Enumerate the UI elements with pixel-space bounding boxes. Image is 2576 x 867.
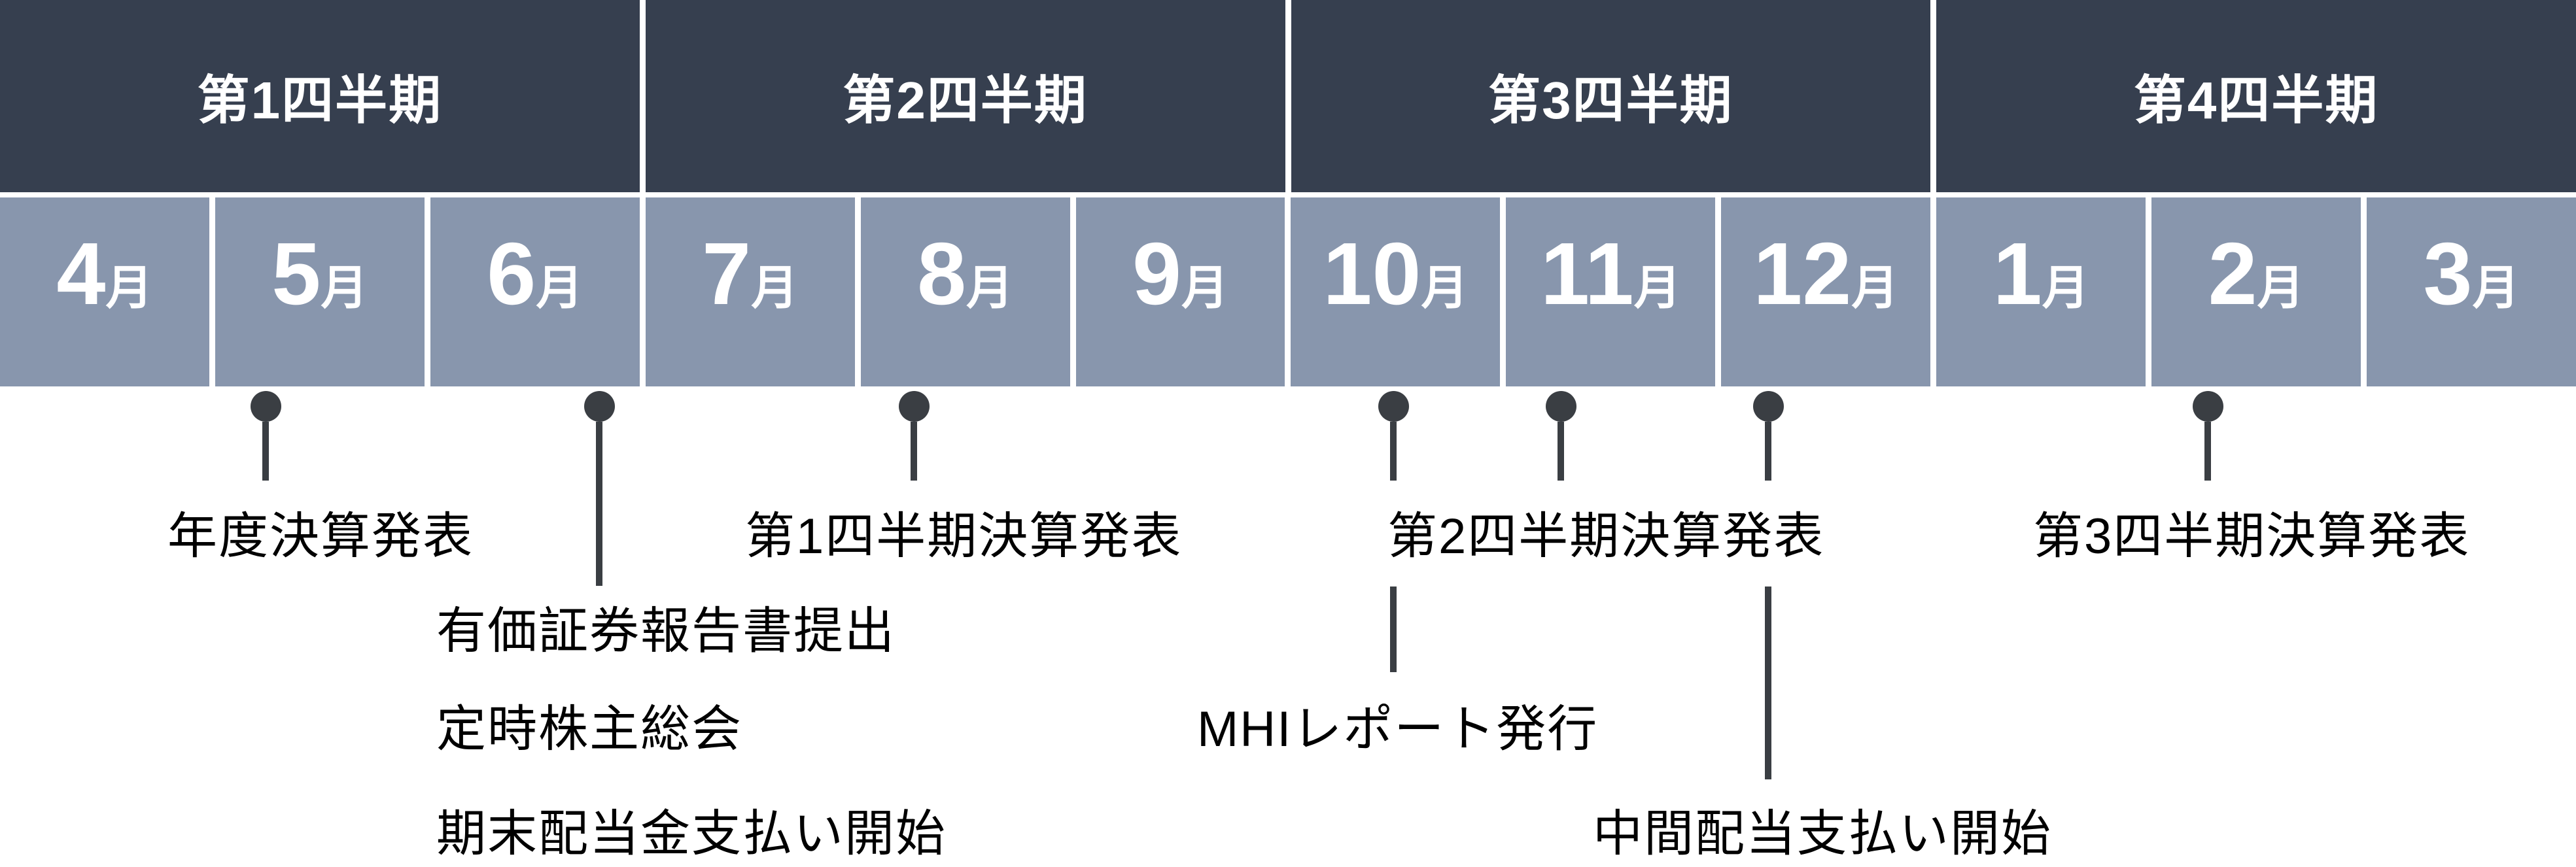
month-cell: 2月 (2151, 197, 2361, 386)
month-label: 4月 (56, 179, 152, 368)
month-label: 10月 (1323, 179, 1468, 368)
event-connector-line (911, 422, 917, 481)
event-label: 定時株主総会 (436, 702, 742, 757)
event-connector-line (1390, 586, 1397, 672)
event-connector-line (1765, 422, 1771, 481)
quarter-header-cell: 第4四半期 (1936, 0, 2576, 192)
month-number: 9 (1132, 224, 1182, 323)
month-label: 7月 (702, 179, 798, 368)
month-suffix: 月 (751, 262, 799, 314)
month-label: 2月 (2208, 179, 2305, 368)
quarter-header-row: 第1四半期 第2四半期 第3四半期 第4四半期 (0, 0, 2576, 192)
month-cell: 10月 (1291, 197, 1501, 386)
month-suffix: 月 (1633, 262, 1681, 314)
quarter-label: 第1四半期 (197, 71, 443, 129)
month-label: 3月 (2423, 179, 2519, 368)
month-number: 3 (2423, 224, 2473, 323)
month-cell: 8月 (860, 197, 1070, 386)
event-label: 有価証券報告書提出 (436, 604, 896, 659)
quarter-label: 第3四半期 (1488, 71, 1733, 129)
month-label: 12月 (1753, 179, 1898, 368)
month-cell: 7月 (645, 197, 855, 386)
event-label: 中間配当支払い開始 (1593, 806, 2052, 862)
event-connector-line (596, 422, 602, 586)
month-number: 12 (1753, 224, 1852, 323)
month-suffix: 月 (966, 262, 1014, 314)
month-cell: 6月 (430, 197, 640, 386)
event-marker-dot (2192, 391, 2223, 422)
month-label: 6月 (487, 179, 583, 368)
event-marker-dot (250, 391, 281, 422)
month-number: 6 (487, 224, 536, 323)
event-marker-dot (1545, 391, 1576, 422)
month-suffix: 月 (536, 262, 583, 314)
quarter-header-cell: 第2四半期 (645, 0, 1285, 192)
event-connector-line (2204, 422, 2211, 481)
month-suffix: 月 (2257, 262, 2305, 314)
event-marker-dot (583, 391, 615, 422)
month-cell: 12月 (1721, 197, 1931, 386)
event-label: 第2四半期決算発表 (1387, 509, 1825, 564)
month-label: 1月 (1993, 179, 2089, 368)
month-number: 8 (917, 224, 967, 323)
month-cell: 3月 (2367, 197, 2576, 386)
month-suffix: 月 (2042, 262, 2089, 314)
month-label: 11月 (1540, 179, 1681, 368)
month-suffix: 月 (2472, 262, 2520, 314)
month-suffix: 月 (105, 262, 153, 314)
month-cell: 9月 (1075, 197, 1285, 386)
month-number: 1 (1993, 224, 2042, 323)
month-label: 9月 (1132, 179, 1228, 368)
month-number: 5 (271, 224, 321, 323)
month-number: 2 (2208, 224, 2257, 323)
month-suffix: 月 (1421, 262, 1469, 314)
month-number: 10 (1323, 224, 1421, 323)
event-connector-line (1390, 422, 1397, 481)
quarter-header-cell: 第1四半期 (0, 0, 640, 192)
event-label: MHIレポート発行 (1197, 702, 1599, 757)
event-connector-line (1558, 422, 1564, 481)
event-label: 第3四半期決算発表 (2033, 509, 2471, 564)
month-suffix: 月 (321, 262, 368, 314)
event-connector-line (262, 422, 269, 481)
event-label: 年度決算発表 (167, 509, 474, 564)
month-number: 11 (1540, 224, 1634, 323)
month-suffix: 月 (1851, 262, 1899, 314)
month-cell: 5月 (215, 197, 425, 386)
month-cell: 1月 (1936, 197, 2146, 386)
event-label: 期末配当金支払い開始 (436, 806, 947, 862)
event-marker-dot (1378, 391, 1409, 422)
quarter-label: 第4四半期 (2133, 71, 2379, 129)
event-marker-dot (898, 391, 930, 422)
event-connector-line (1765, 586, 1771, 779)
quarter-label: 第2四半期 (843, 71, 1088, 129)
month-number: 4 (56, 224, 106, 323)
month-number: 7 (702, 224, 752, 323)
month-cell: 11月 (1506, 197, 1716, 386)
month-label: 8月 (917, 179, 1013, 368)
month-cell: 4月 (0, 197, 209, 386)
month-label: 5月 (271, 179, 368, 368)
quarter-header-cell: 第3四半期 (1291, 0, 1931, 192)
month-suffix: 月 (1181, 262, 1229, 314)
event-label: 第1四半期決算発表 (745, 509, 1183, 564)
event-marker-dot (1752, 391, 1784, 422)
